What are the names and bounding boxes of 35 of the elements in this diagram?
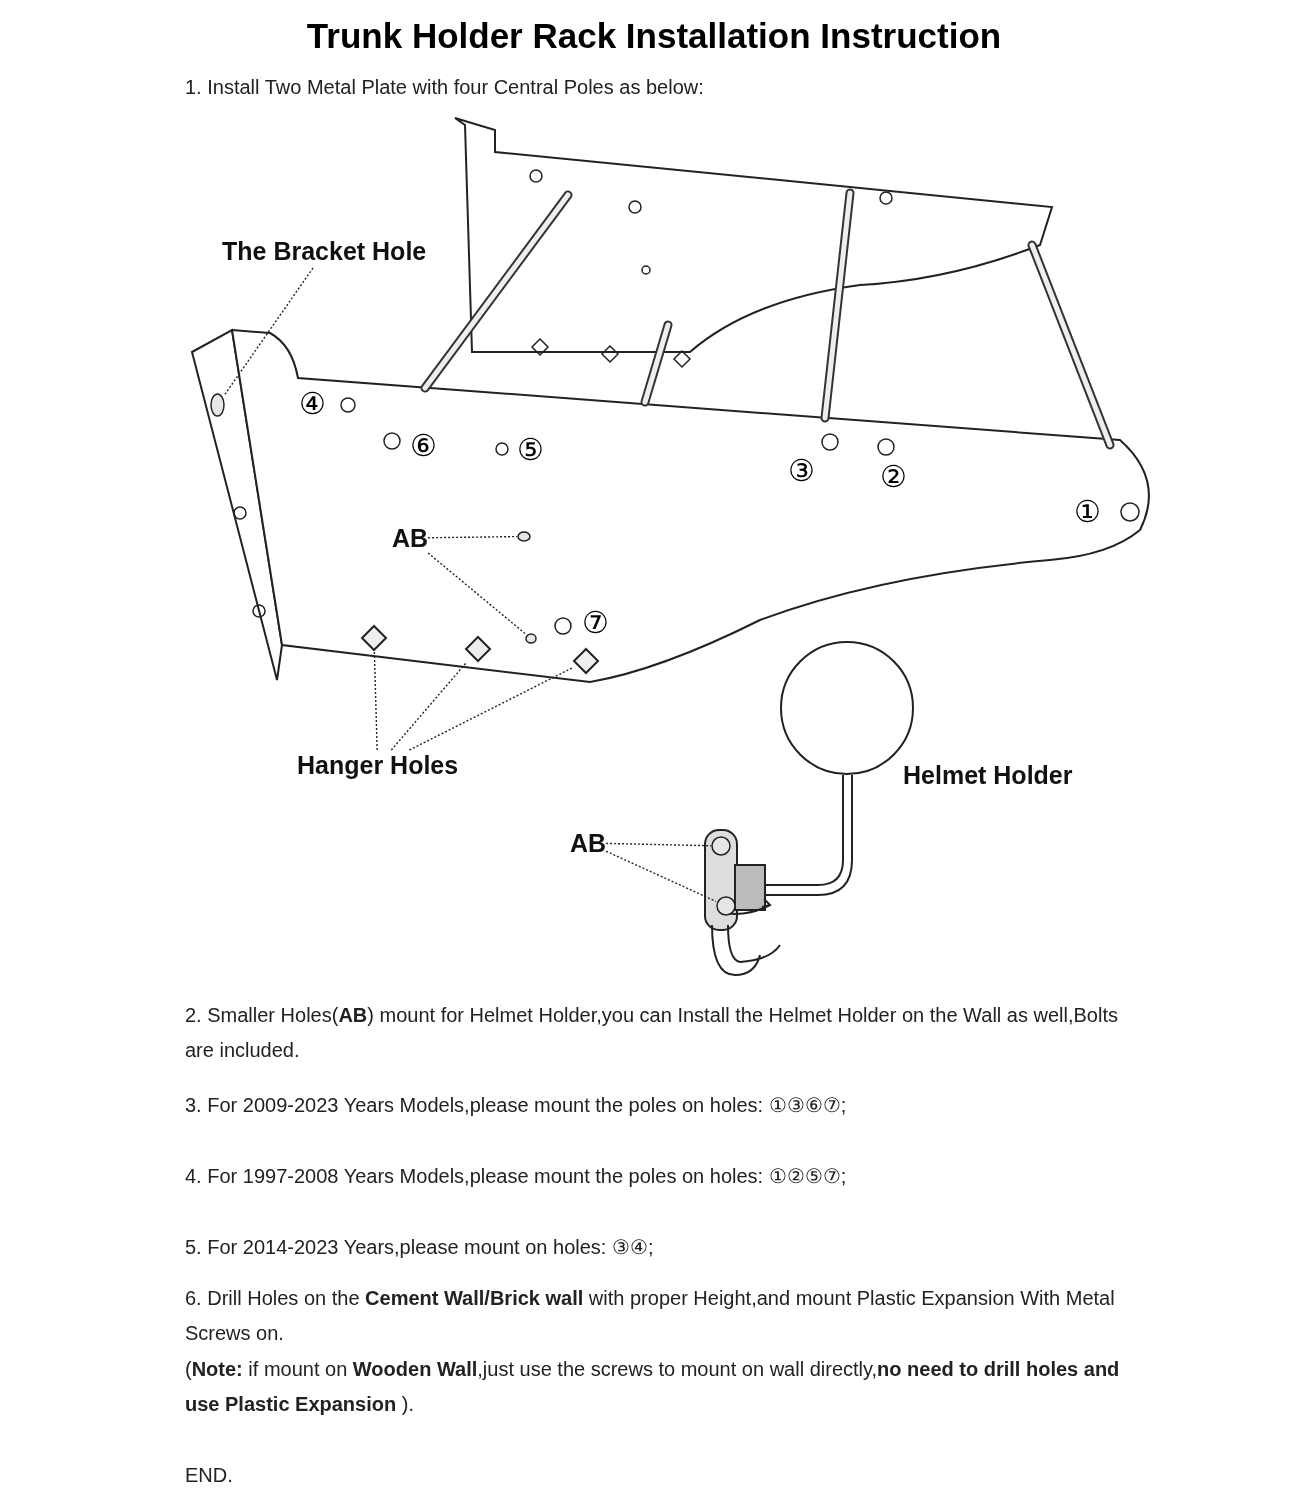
instruction-step: 2. Smaller Holes(AB) mount for Helmet Holder,you can Install the Helmet Holder on the Wall as well,Bolts are included. bbox=[185, 998, 1135, 1068]
callout-number: ⑤ bbox=[517, 434, 544, 466]
hole bbox=[210, 393, 225, 417]
callout-label: Hanger Holes bbox=[297, 750, 459, 782]
leader-line bbox=[373, 650, 378, 751]
callout-number: ① bbox=[1074, 496, 1101, 528]
callout-number: ④ bbox=[299, 388, 326, 420]
callout-label: AB bbox=[392, 523, 429, 553]
hole bbox=[711, 836, 731, 856]
leader-line bbox=[427, 552, 526, 635]
callout-number: ⑦ bbox=[582, 607, 609, 639]
instruction-step: 3. For 2009-2023 Years Models,please mount the poles on holes: ①③⑥⑦; bbox=[185, 1088, 1135, 1123]
leader-line bbox=[390, 661, 468, 751]
instruction-step: 5. For 2014-2023 Years,please mount on holes: ③④; bbox=[185, 1230, 1135, 1265]
leader-line bbox=[224, 267, 314, 395]
hanger-hole bbox=[361, 625, 387, 651]
hole bbox=[525, 633, 537, 644]
hanger-hole bbox=[465, 636, 491, 662]
callout-number: ⑥ bbox=[410, 430, 437, 462]
end-note: END. bbox=[185, 1463, 233, 1488]
instruction-step: 1. Install Two Metal Plate with four Central Poles as below: bbox=[185, 70, 1135, 105]
title: Trunk Holder Rack Installation Instruction bbox=[305, 16, 1003, 56]
leader-line bbox=[427, 535, 518, 539]
callout-label: AB bbox=[570, 828, 607, 858]
hole bbox=[517, 531, 531, 542]
instruction-step: 4. For 1997-2008 Years Models,please mount the poles on holes: ①②⑤⑦; bbox=[185, 1159, 1135, 1194]
instruction-step: 6. Drill Holes on the Cement Wall/Brick wall with proper Height,and mount Plastic Expansion With Metal Screws on. bbox=[185, 1281, 1135, 1351]
instruction-step: (Note: if mount on Wooden Wall,just use the screws to mount on wall directly,no need to drill holes and use Plastic Expansion ). bbox=[185, 1352, 1135, 1422]
leader-line bbox=[408, 666, 574, 751]
callout-label: The Bracket Hole bbox=[222, 236, 427, 268]
hanger-hole bbox=[573, 648, 599, 674]
part-label: Helmet Holder bbox=[903, 760, 1073, 790]
callout-number: ② bbox=[880, 461, 907, 493]
callout-number: ③ bbox=[788, 455, 815, 487]
leader-line bbox=[605, 850, 717, 903]
